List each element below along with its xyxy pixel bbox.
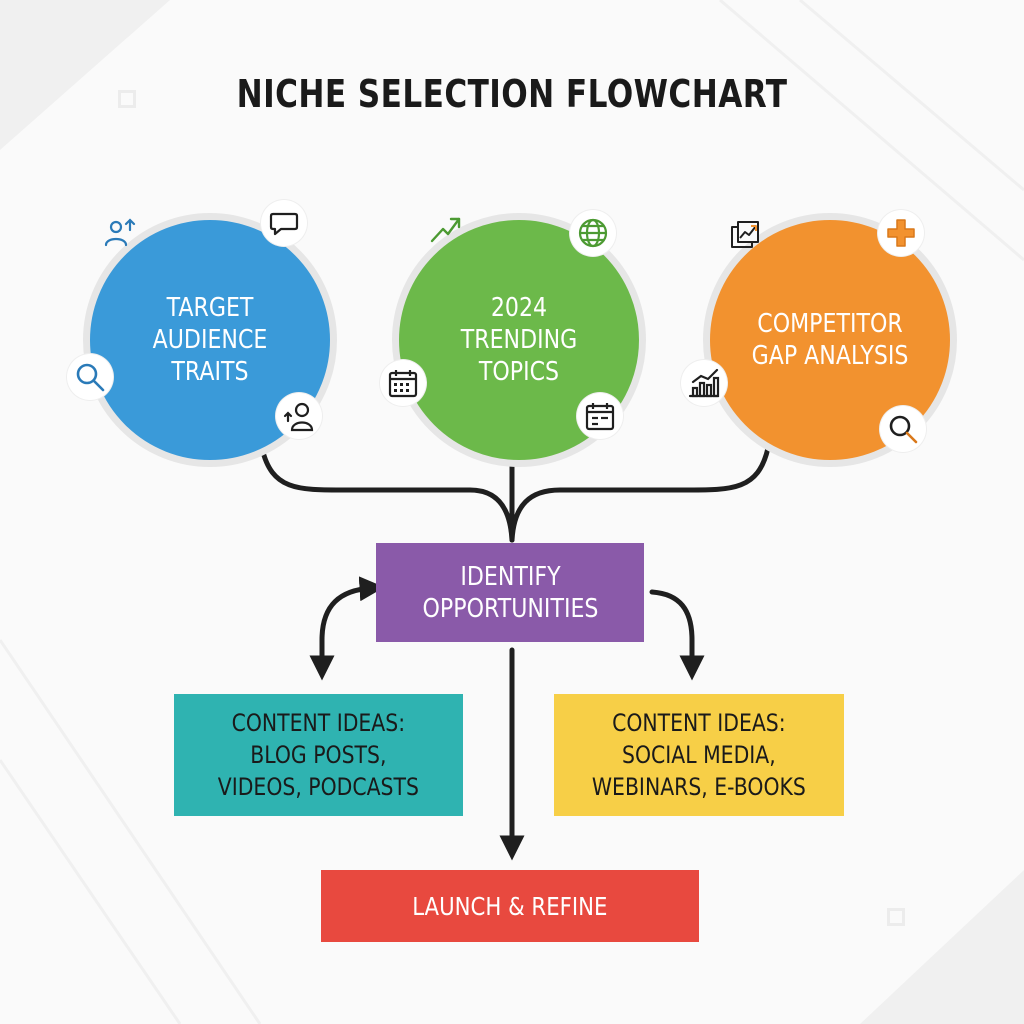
node-label-line: AUDIENCE	[152, 325, 268, 355]
globe-icon	[570, 210, 616, 256]
connector-gap-to-hub	[509, 445, 771, 543]
node-label-line: LAUNCH & REFINE	[412, 891, 608, 921]
node-content-ideas-right: CONTENT IDEAS: SOCIAL MEDIA, WEBINARS, E…	[554, 694, 844, 816]
node-label-line: TRENDING	[460, 325, 578, 355]
decor-square-top-left	[118, 90, 136, 108]
node-label-line: 2024	[490, 293, 548, 323]
users-icon	[96, 210, 142, 256]
calendar-icon	[577, 393, 623, 439]
decor-square-bottom-right	[887, 908, 905, 926]
calendar-icon	[380, 360, 426, 406]
node-label-line: CONTENT IDEAS:	[612, 709, 786, 737]
node-label-line: IDENTIFY	[459, 561, 561, 592]
node-label-line: VIDEOS, PODCASTS	[217, 773, 420, 801]
node-label-line: SOCIAL MEDIA,	[622, 741, 776, 769]
node-label-line: TOPICS	[478, 357, 560, 387]
connector-audience-to-hub	[259, 445, 515, 543]
node-label-line: WEBINARS, E-BOOKS	[592, 773, 806, 801]
node-label-line: COMPETITOR	[757, 309, 903, 339]
puzzle-icon	[878, 210, 924, 256]
node-label: 2024 TRENDING TOPICS	[417, 220, 621, 460]
page-title: NICHE SELECTION FLOWCHART	[236, 72, 788, 116]
node-label-line: GAP ANALYSIS	[751, 341, 909, 371]
node-content-ideas-left: CONTENT IDEAS: BLOG POSTS, VIDEOS, PODCA…	[174, 694, 463, 816]
growth-chart-icon	[723, 212, 769, 258]
chat-bubble-icon	[261, 200, 307, 246]
magnifier-icon	[67, 354, 113, 400]
node-label-line: BLOG POSTS,	[250, 741, 387, 769]
node-label-line: TRAITS	[171, 357, 249, 387]
magnifier-icon	[880, 406, 926, 452]
bar-chart-icon	[681, 360, 727, 406]
node-label-line: TARGET	[166, 293, 254, 323]
person-icon	[276, 393, 322, 439]
node-identify-opportunities: IDENTIFY OPPORTUNITIES	[376, 543, 644, 642]
node-launch-refine: LAUNCH & REFINE	[321, 870, 699, 942]
arrow-hub-to-left-content	[309, 576, 385, 681]
arrow-hub-to-right-content	[649, 589, 705, 681]
node-label-line: OPPORTUNITIES	[422, 593, 598, 624]
trend-arrow-icon	[423, 205, 469, 251]
node-label: COMPETITOR GAP ANALYSIS	[728, 220, 932, 460]
node-trending-topics: 2024 TRENDING TOPICS	[392, 213, 646, 467]
node-label: TARGET AUDIENCE TRAITS	[108, 220, 312, 460]
node-label-line: CONTENT IDEAS:	[231, 709, 406, 737]
